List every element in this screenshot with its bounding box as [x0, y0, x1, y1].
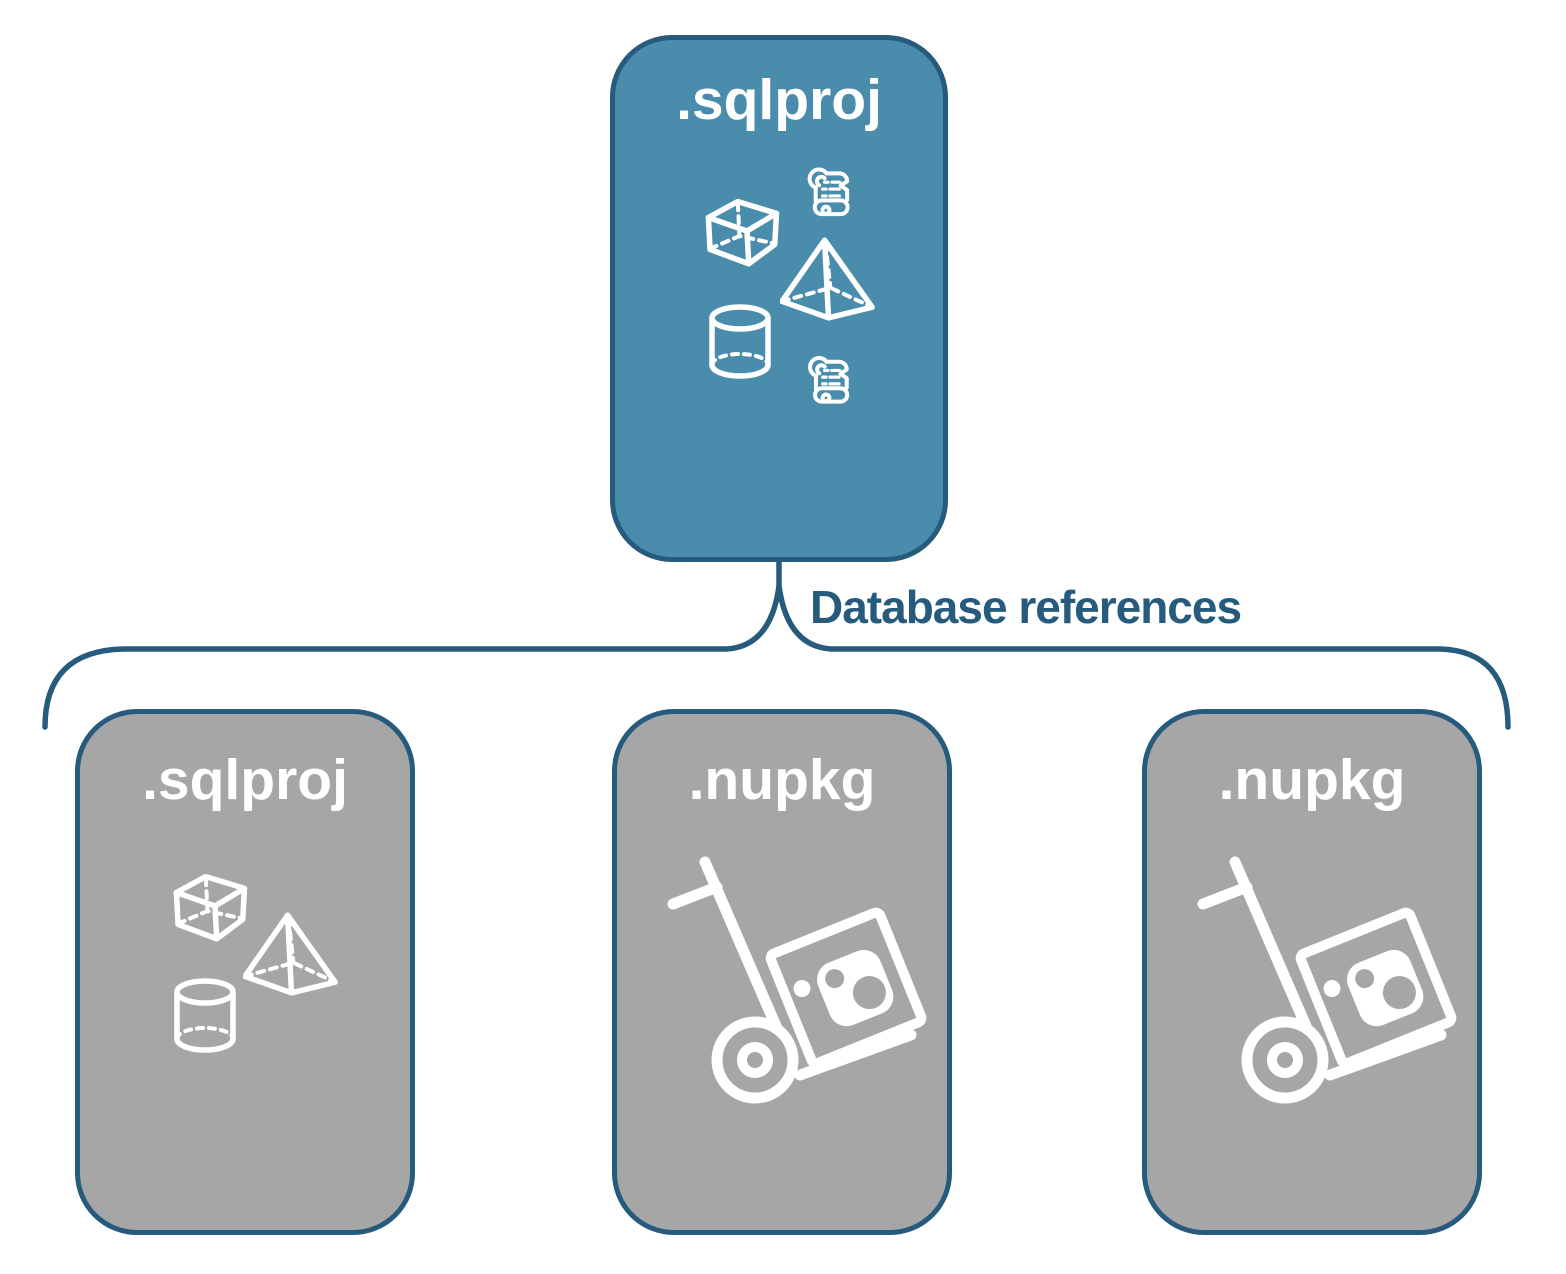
connector-brace: [42, 585, 1511, 730]
node-nupkg-child: .nupkg: [1142, 709, 1482, 1235]
handtruck-wheel: [1247, 1022, 1323, 1098]
node-title: .sqlproj: [676, 68, 882, 132]
cube-icon: [168, 866, 252, 946]
nuget-logo-hole-large: [1382, 976, 1416, 1010]
pyramid-icon: [780, 237, 877, 323]
nuget-logo-hole-small: [1355, 969, 1375, 989]
handtruck-bar: [705, 862, 776, 1026]
handtruck-grip: [1203, 887, 1247, 904]
cube-icon: [700, 192, 784, 270]
handtruck-grip: [673, 887, 717, 904]
node-title: .nupkg: [1218, 748, 1406, 812]
package-box: [1299, 911, 1453, 1065]
handtruck-plate: [1330, 1035, 1441, 1075]
connector-label: Database references: [810, 581, 1242, 633]
node-sqlproj-root: .sqlproj: [610, 35, 948, 562]
node-title: .sqlproj: [142, 748, 348, 812]
handtruck-wheel: [717, 1022, 793, 1098]
script-scroll-icon: [800, 167, 855, 219]
database-cylinder-icon: [708, 304, 772, 380]
handtruck-bar: [1235, 862, 1306, 1026]
nuget-logo-dot: [1323, 980, 1341, 998]
handtruck-plate: [800, 1035, 911, 1075]
nuget-logo-hole-large: [852, 976, 886, 1010]
database-cylinder-icon: [172, 978, 238, 1054]
node-nupkg-child: .nupkg: [612, 709, 952, 1235]
pyramid-icon: [243, 912, 340, 998]
package-box: [769, 911, 923, 1065]
script-scroll-icon: [800, 356, 855, 406]
handtruck-hub: [742, 1047, 768, 1073]
node-sqlproj-child: .sqlproj: [75, 709, 415, 1235]
nuget-logo-hole-small: [825, 969, 845, 989]
nuget-handtruck-icon: [1190, 854, 1460, 1106]
nuget-handtruck-icon: [660, 854, 930, 1106]
handtruck-hub: [1272, 1047, 1298, 1073]
nuget-logo-dot: [793, 980, 811, 998]
node-title: .nupkg: [688, 748, 876, 812]
